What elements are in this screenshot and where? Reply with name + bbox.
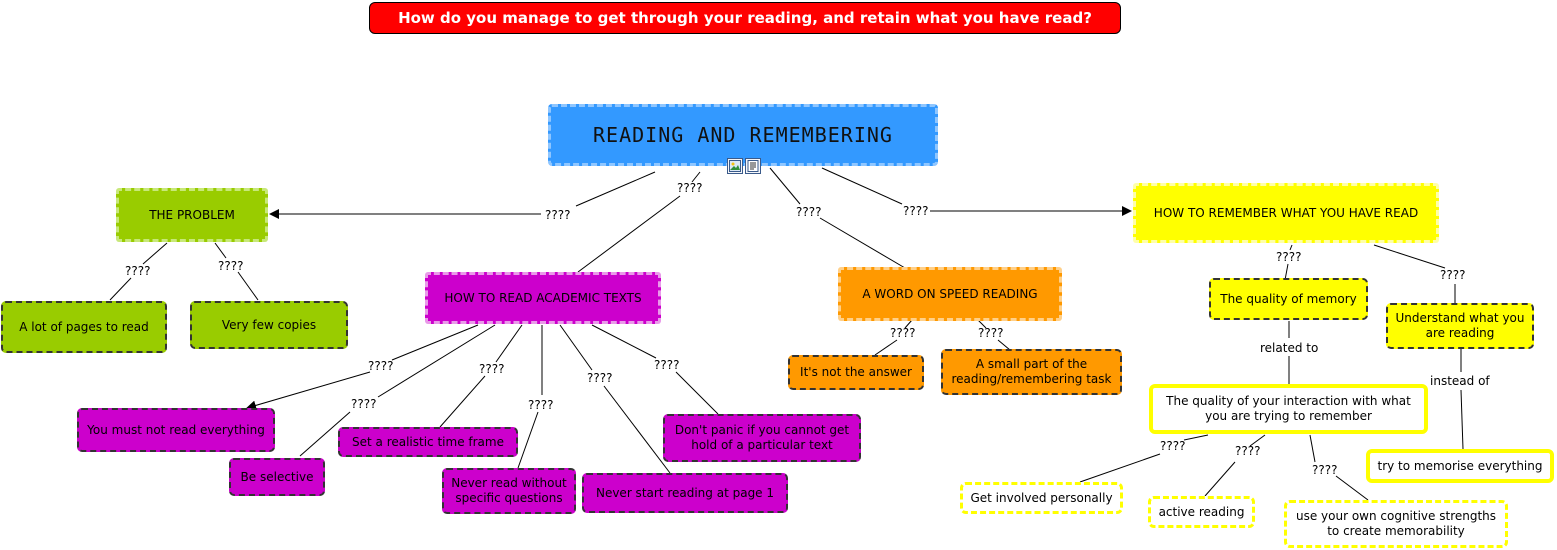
- edge-interaction-cognitive-a: [1309, 434, 1316, 463]
- document-icon[interactable]: [745, 158, 761, 174]
- node-a-lot-of-pages[interactable]: A lot of pages to read: [1, 301, 167, 353]
- image-icon[interactable]: [727, 158, 743, 174]
- edge-interaction-active-b: [1204, 461, 1236, 497]
- edge-label-central-academic: ????: [677, 181, 702, 195]
- edge-problem-pages-a: [142, 242, 168, 265]
- edge-label-central-problem: ????: [545, 208, 570, 222]
- node-specific-questions[interactable]: Never read without specific questions: [442, 468, 576, 514]
- central-icons: [727, 158, 761, 174]
- edge-remember-quality-a: [1289, 244, 1293, 251]
- node-quality-of-interaction[interactable]: The quality of your interaction with wha…: [1149, 384, 1428, 434]
- edge-problem-pages-b: [109, 277, 132, 301]
- edge-label-remember-understand: ????: [1440, 268, 1465, 282]
- edge-label-problem-pages: ????: [125, 264, 150, 278]
- edge-label-academic-panic: ????: [654, 358, 679, 372]
- edge-speed-small-a: [977, 319, 987, 329]
- edge-problem-copies-a: [214, 242, 227, 259]
- node-not-the-answer[interactable]: It's not the answer: [788, 355, 924, 390]
- edge-interaction-cognitive-b: [1335, 475, 1369, 501]
- edge-remember-understand-a: [1373, 244, 1446, 269]
- edge-label-academic-time: ????: [479, 362, 504, 376]
- edge-central-speed-b: [819, 217, 906, 269]
- node-not-read-everything[interactable]: You must not read everything: [77, 408, 275, 452]
- edge-academic-time-b: [439, 375, 486, 428]
- edge-label-academic-page1: ????: [587, 371, 612, 385]
- edge-label-problem-copies: ????: [218, 259, 243, 273]
- edge-academic-selective-a: [377, 324, 496, 398]
- edge-label-academic-questions: ????: [528, 398, 553, 412]
- edge-speed-small-b: [997, 339, 1011, 351]
- node-active-reading[interactable]: active reading: [1148, 496, 1255, 528]
- edge-label-interaction-involved: ????: [1160, 439, 1185, 453]
- edge-academic-panic-a: [591, 324, 657, 359]
- edge-interaction-involved-a: [1183, 434, 1209, 441]
- edge-label-academic-not-everything: ????: [368, 359, 393, 373]
- edge-academic-questions-b: [517, 411, 539, 469]
- edge-label-central-remember: ????: [903, 204, 928, 218]
- edge-central-speed-a: [769, 167, 801, 205]
- node-realistic-time-frame[interactable]: Set a realistic time frame: [338, 427, 518, 457]
- edge-label-understand-instead: instead of: [1430, 374, 1490, 388]
- edge-central-remember-a: [821, 167, 903, 205]
- edge-label-speed-small: ????: [978, 326, 1003, 340]
- edge-problem-copies-b: [237, 271, 259, 301]
- node-quality-of-memory[interactable]: The quality of memory: [1209, 278, 1368, 320]
- central-topic[interactable]: READING AND REMEMBERING: [548, 104, 938, 166]
- edge-label-academic-selective: ????: [351, 397, 376, 411]
- edge-academic-time-a: [495, 324, 523, 363]
- edge-remember-quality-b: [1284, 263, 1289, 281]
- edge-understand-instead-b: [1460, 389, 1464, 450]
- edge-label-interaction-cognitive: ????: [1312, 463, 1337, 477]
- node-get-involved[interactable]: Get involved personally: [960, 482, 1123, 514]
- edge-interaction-active-a: [1249, 434, 1266, 447]
- edge-academic-page1-a: [559, 324, 593, 371]
- node-cognitive-strengths[interactable]: use your own cognitive strengths to crea…: [1284, 500, 1508, 548]
- edge-speed-answer-a: [904, 319, 913, 329]
- node-the-problem[interactable]: THE PROBLEM: [116, 188, 268, 242]
- edge-academic-selective-b: [299, 411, 351, 457]
- edge-interaction-involved-b: [1079, 453, 1161, 483]
- edge-central-problem-a: [575, 171, 656, 207]
- node-memorise-everything[interactable]: try to memorise everything: [1366, 449, 1554, 483]
- node-speed-reading[interactable]: A WORD ON SPEED READING: [838, 267, 1062, 321]
- node-small-part[interactable]: A small part of the reading/remembering …: [941, 349, 1122, 395]
- node-never-start-page-1[interactable]: Never start reading at page 1: [582, 473, 788, 513]
- edge-label-quality-related: related to: [1260, 341, 1318, 355]
- node-be-selective[interactable]: Be selective: [229, 458, 325, 496]
- edge-speed-answer-b: [874, 339, 898, 356]
- edge-label-speed-answer: ????: [890, 326, 915, 340]
- edge-label-interaction-active: ????: [1235, 444, 1260, 458]
- node-how-to-remember[interactable]: HOW TO REMEMBER WHAT YOU HAVE READ: [1133, 183, 1439, 243]
- page-title: How do you manage to get through your re…: [369, 2, 1121, 34]
- edge-academic-panic-b: [675, 371, 719, 415]
- edge-label-central-speed: ????: [796, 205, 821, 219]
- edge-central-academic-a: [691, 171, 701, 183]
- node-how-to-read-academic-texts[interactable]: HOW TO READ ACADEMIC TEXTS: [425, 272, 661, 324]
- edge-label-remember-quality: ????: [1276, 250, 1301, 264]
- edge-academic-not-everything-a: [391, 324, 479, 361]
- node-dont-panic[interactable]: Don't panic if you cannot get hold of a …: [663, 414, 861, 462]
- edge-academic-page1-b: [603, 385, 671, 474]
- edge-academic-not-everything-b: [246, 371, 371, 411]
- node-very-few-copies[interactable]: Very few copies: [190, 301, 348, 349]
- edge-central-academic-b: [577, 195, 681, 273]
- node-understand-reading[interactable]: Understand what you are reading: [1386, 303, 1534, 349]
